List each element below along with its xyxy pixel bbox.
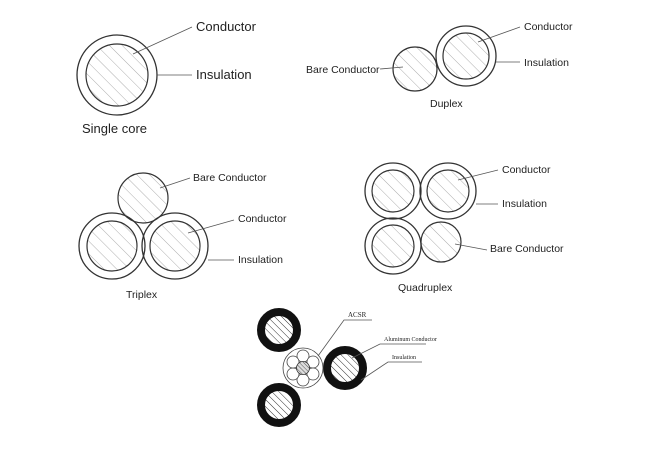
aluminum-conductor-leader — [351, 343, 426, 359]
acsr-bottom-conductor-core — [262, 388, 296, 422]
acsr-insulation-label: Insulation — [392, 355, 416, 361]
quadruplex-cable: Conductor Insulation Bare Conductor Quad… — [364, 162, 564, 294]
acsr-right-conductor-insulation — [323, 346, 367, 390]
duplex-conductor — [442, 32, 490, 80]
quad-conductor-leader — [457, 169, 499, 181]
aluminum-conductor-label: Aluminum Conductor — [384, 337, 437, 343]
acsr-bottom-conductor-insulation — [257, 383, 301, 427]
triplex-bare-conductor-label: Bare Conductor — [193, 172, 267, 184]
triplex-conductor-leader — [187, 219, 235, 234]
duplex-caption: Duplex — [430, 98, 463, 110]
quad-top-right-conductor — [426, 169, 470, 213]
triplex-right-conductor — [149, 220, 201, 272]
quad-conductor-label: Conductor — [502, 164, 551, 176]
acsr-top-conductor-core — [262, 313, 296, 347]
quadruplex-caption: Quadruplex — [398, 282, 453, 294]
quad-bare-conductor — [420, 221, 462, 263]
acsr-steel-core — [296, 361, 310, 375]
acsr-right-conductor-core — [328, 351, 362, 385]
quad-bare-conductor-label: Bare Conductor — [490, 243, 564, 255]
acsr-messenger-strands — [282, 347, 324, 389]
quad-top-left-conductor — [371, 169, 415, 213]
duplex-conductor-label: Conductor — [524, 21, 573, 33]
acsr-label-leader — [317, 319, 372, 357]
duplex-cable: Bare Conductor Conductor Insulation Dupl… — [306, 21, 573, 110]
acsr-bundle-cable: ACSR Aluminum Conductor Insulation — [257, 308, 437, 427]
quad-top-right-insulation — [419, 162, 477, 220]
triplex-bare-conductor — [117, 172, 169, 224]
single-core-conductor-label: Conductor — [196, 19, 257, 34]
quad-bottom-left-conductor — [371, 224, 415, 268]
duplex-insulation — [435, 25, 497, 87]
quad-top-left-insulation — [364, 162, 422, 220]
quad-insulation-label: Insulation — [502, 198, 547, 210]
duplex-insulation-label: Insulation — [524, 57, 569, 69]
triplex-bare-conductor-leader — [159, 177, 191, 189]
insulation-leader — [360, 361, 422, 381]
triplex-right-insulation — [141, 212, 209, 280]
duplex-bare-conductor-leader — [379, 66, 404, 70]
single-core-insulation-label: Insulation — [196, 67, 252, 82]
triplex-caption: Triplex — [126, 289, 158, 301]
single-core-conductor — [85, 43, 149, 107]
triplex-insulation-label: Insulation — [238, 254, 283, 266]
single-core-cable: Conductor Insulation Single core — [76, 19, 257, 136]
acsr-top-conductor-insulation — [257, 308, 301, 352]
quad-bare-conductor-leader — [454, 243, 488, 251]
duplex-bare-conductor — [392, 46, 438, 92]
triplex-left-conductor — [86, 220, 138, 272]
triplex-cable: Bare Conductor Conductor Insulation Trip… — [78, 172, 287, 301]
triplex-left-insulation — [78, 212, 146, 280]
duplex-conductor-leader — [477, 26, 521, 43]
single-core-caption: Single core — [82, 121, 147, 136]
single-core-conductor-leader — [132, 26, 193, 55]
acsr-label: ACSR — [348, 311, 367, 319]
triplex-conductor-label: Conductor — [238, 213, 287, 225]
duplex-bare-conductor-label: Bare Conductor — [306, 64, 380, 76]
